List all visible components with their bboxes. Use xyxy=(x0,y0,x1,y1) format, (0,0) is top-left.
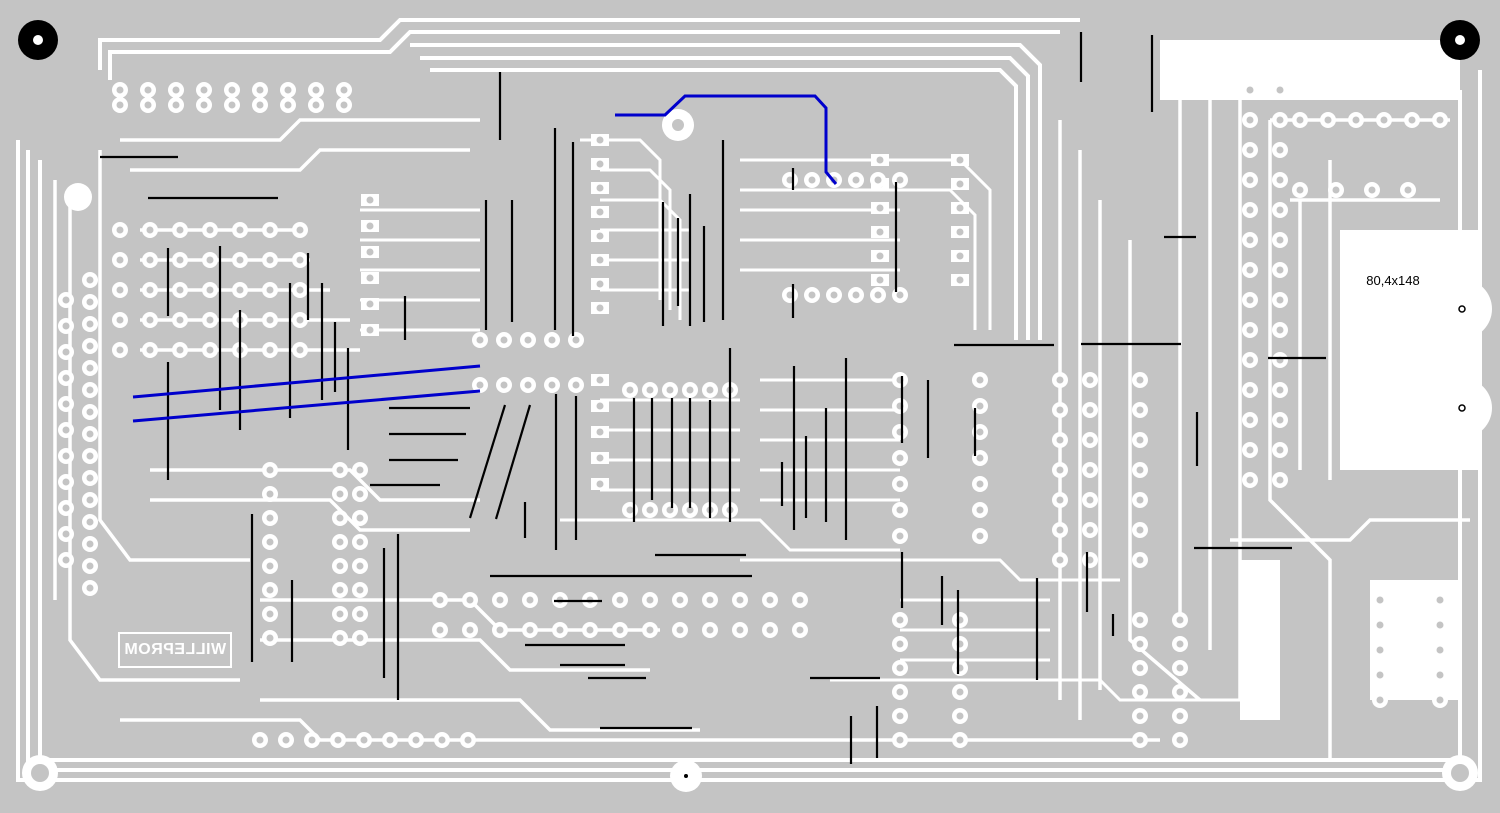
left-bus-traces xyxy=(53,118,1160,742)
board-size-label: 80,4x148 xyxy=(1359,270,1427,290)
manufacturer-logo: WILLEPROM xyxy=(118,632,232,668)
blue-wire-top xyxy=(615,94,838,185)
terminal-hole-upper xyxy=(1432,279,1492,339)
blue-wire-left-upper xyxy=(132,364,481,399)
blue-wires xyxy=(132,94,838,423)
jumper-wire xyxy=(468,404,507,519)
blue-wire-left-lower xyxy=(132,389,481,423)
terminal-hole-lower xyxy=(1432,378,1492,438)
mounting-holes xyxy=(18,20,1492,792)
jumper-wire xyxy=(494,404,532,520)
wire-jumpers xyxy=(100,32,1326,764)
